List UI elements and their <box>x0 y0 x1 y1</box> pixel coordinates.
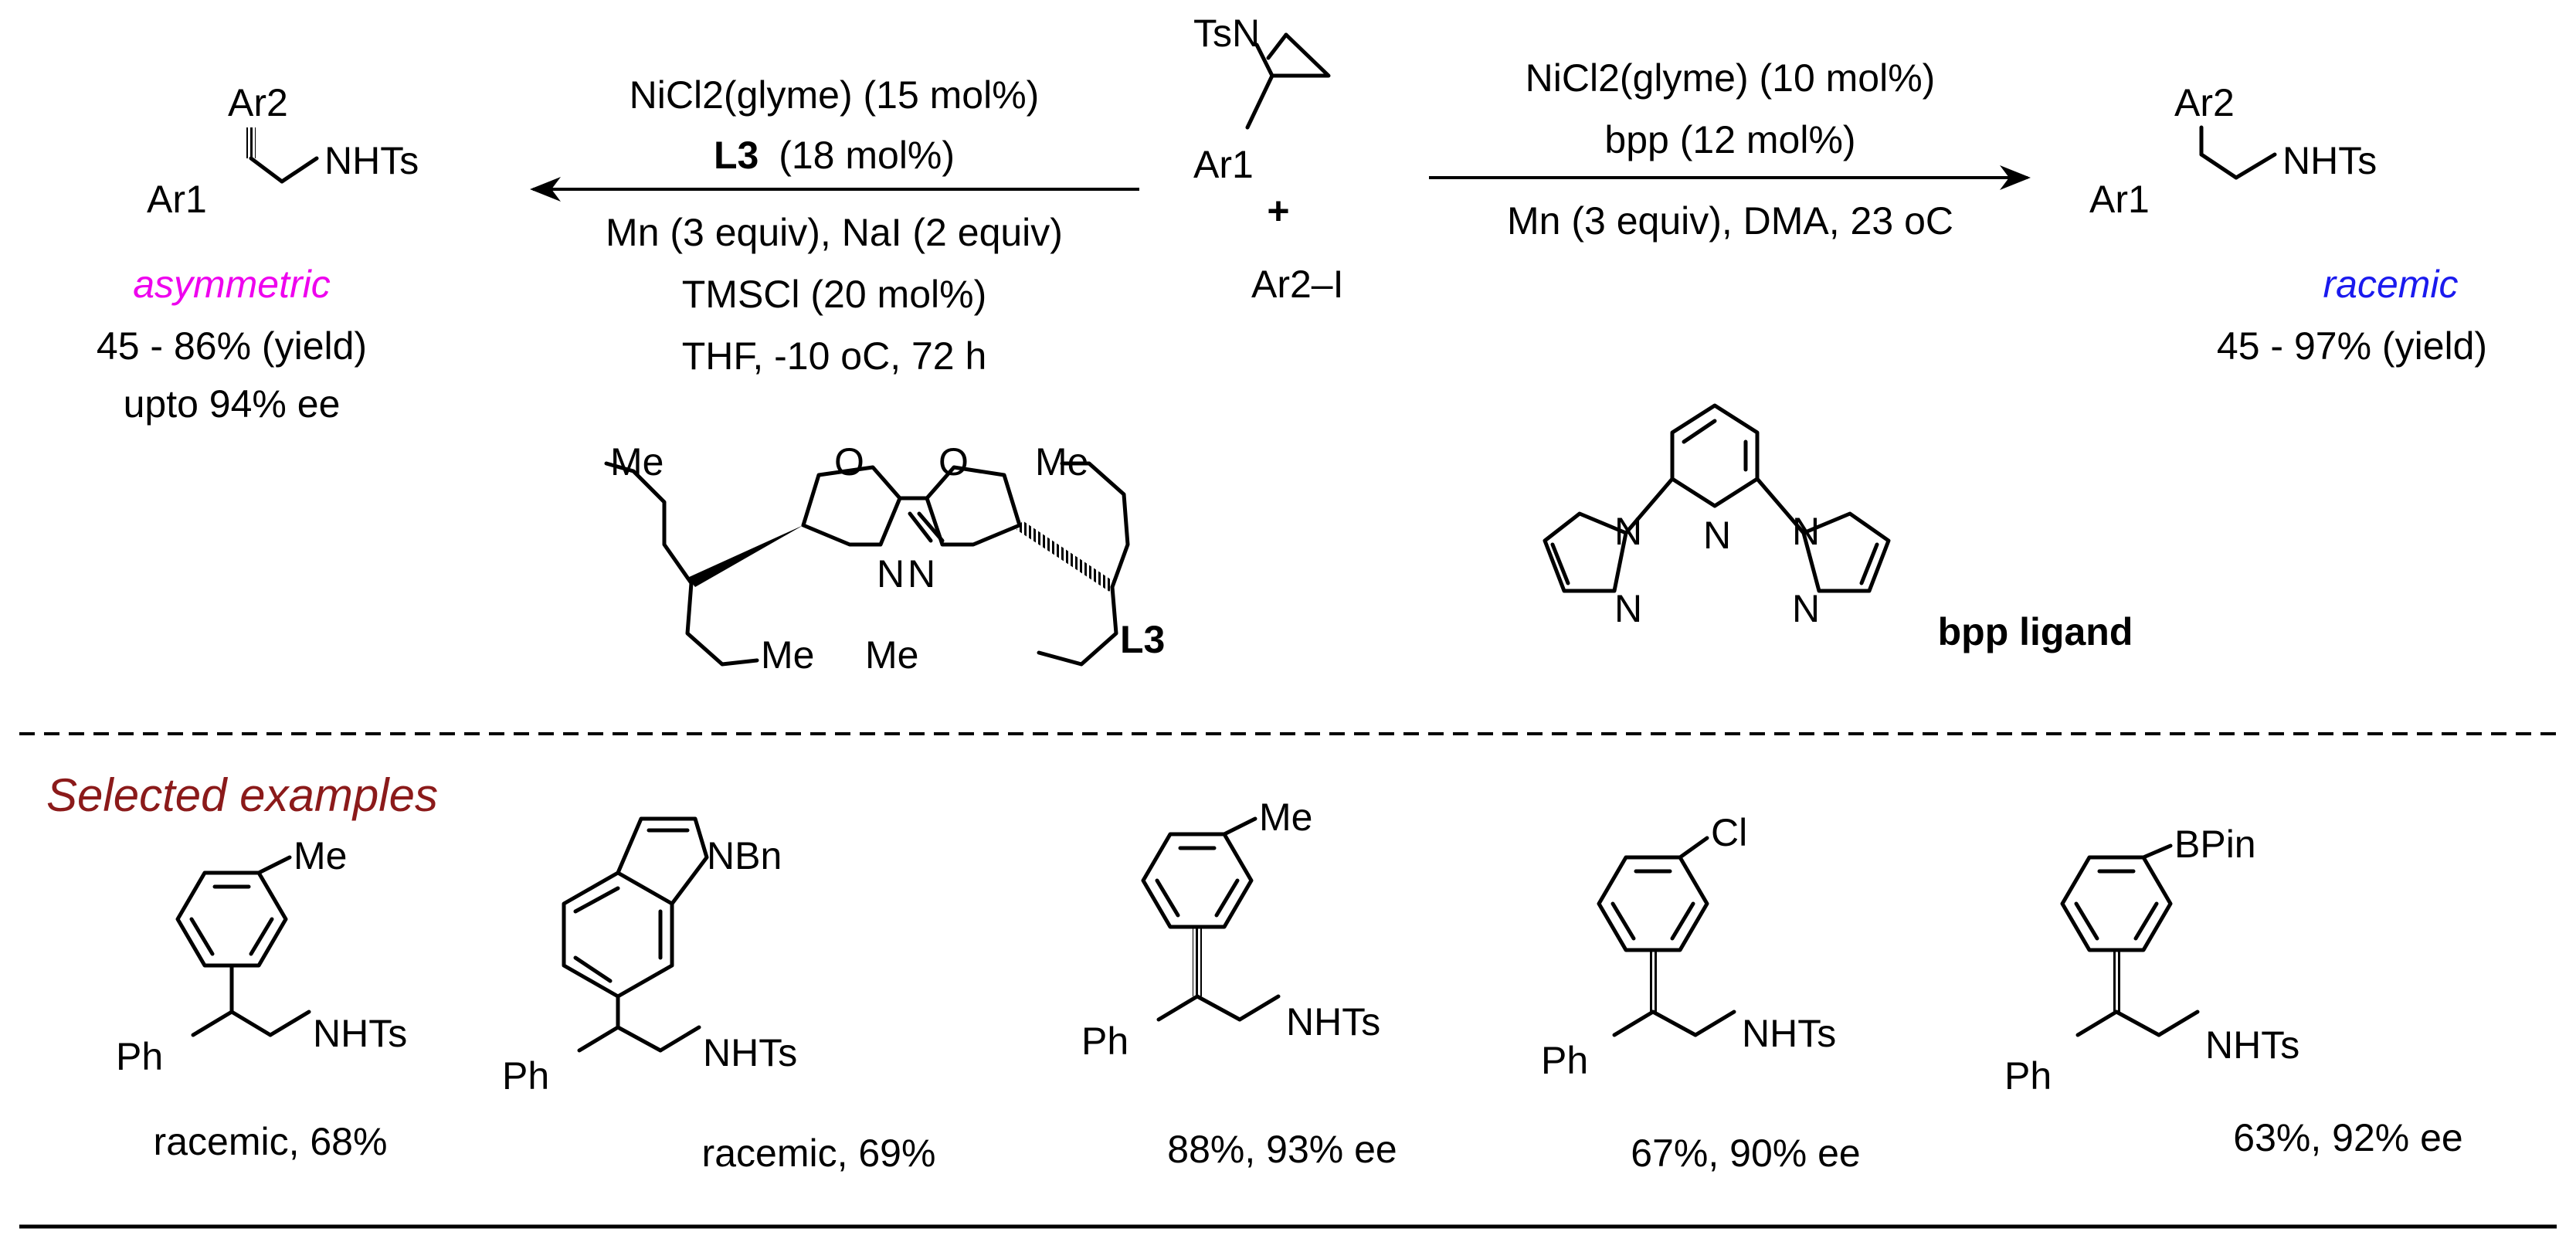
left-solvent-temp: THF, -10 oC, 72 h <box>682 334 987 378</box>
aziridine-ar1-label: Ar1 <box>1193 143 1254 186</box>
ex4-ph: Ph <box>1541 1039 1588 1082</box>
ex2-nhts: NHTs <box>703 1031 797 1074</box>
aziridine-ts-label: TsN <box>1193 12 1260 55</box>
bpp-n-2: N <box>1614 587 1642 630</box>
left-reductant: Mn (3 equiv), NaI (2 equiv) <box>606 211 1063 254</box>
racemic-product: Ar2 Ar1 NHTs <box>2089 81 2377 221</box>
right-nhts-label: NHTs <box>2282 139 2377 182</box>
L3-o-1: O <box>834 440 864 484</box>
left-catalyst: NiCl2(glyme) (15 mol%) <box>630 73 1040 117</box>
right-conditions: NiCl2(glyme) (10 mol%) bpp (12 mol%) Mn … <box>1507 56 1953 243</box>
ligand-L3-structure: Me Me Me Me O O N N <box>604 440 1130 677</box>
example-2-structure: NBn Ph NHTs <box>502 816 797 1098</box>
bpp-n-4: N <box>1792 587 1820 630</box>
bpp-n-1: N <box>1614 510 1642 553</box>
ligand-L3-name: L3 <box>1120 618 1165 661</box>
asymmetric-ee: upto 94% ee <box>124 382 341 426</box>
ex1-ph: Ph <box>116 1035 163 1078</box>
racemic-yield: 45 - 97% (yield) <box>2217 324 2487 368</box>
ex3-nhts: NHTs <box>1286 1000 1380 1043</box>
ex5-result: 63%, 92% ee <box>2233 1116 2462 1159</box>
bpp-ligand-name: bpp ligand <box>1938 610 2133 653</box>
left-ligand-amount: (18 mol%) <box>779 134 955 177</box>
example-4-structure: Cl Ph NHTs <box>1541 811 1836 1082</box>
right-ar1-label: Ar1 <box>2089 178 2150 221</box>
example-3-structure: Me Ph NHTs <box>1081 796 1380 1063</box>
left-ar1-label: Ar1 <box>147 178 207 221</box>
right-conditions-line: Mn (3 equiv), DMA, 23 oC <box>1507 199 1953 243</box>
asymmetric-yield: 45 - 86% (yield) <box>97 324 367 368</box>
left-ar2-label: Ar2 <box>228 81 288 124</box>
left-ligand-loading: L3 (18 mol%) <box>714 134 955 177</box>
ex3-ph: Ph <box>1081 1020 1128 1063</box>
example-5-structure: BPin Ph NHTs <box>2004 823 2299 1098</box>
left-conditions: NiCl2(glyme) (15 mol%) L3 (18 mol%) Mn (… <box>606 73 1063 378</box>
bpp-n-3: N <box>1792 510 1820 553</box>
ex4-nhts: NHTs <box>1742 1012 1836 1055</box>
ex2-ph: Ph <box>502 1054 549 1098</box>
ex1-nhts: NHTs <box>313 1012 407 1055</box>
ex2-substituent: NBn <box>707 834 782 877</box>
ex1-substituent: Me <box>294 834 347 877</box>
ex5-substituent: BPin <box>2174 823 2256 866</box>
ex2-result: racemic, 69% <box>702 1132 936 1175</box>
L3-n-1: N <box>877 552 904 596</box>
left-additive: TMSCl (20 mol%) <box>682 273 986 316</box>
L3-n-2: N <box>908 552 935 596</box>
left-nhts-label: NHTs <box>324 139 419 182</box>
L3-o-2: O <box>938 440 969 484</box>
aziridine-structure: TsN Ar1 <box>1193 12 1331 186</box>
plus-sign: + <box>1267 189 1289 232</box>
right-ligand-loading: bpp (12 mol%) <box>1604 118 1855 161</box>
bpp-ligand-structure: N N N N N <box>1543 403 1891 630</box>
ex4-result: 67%, 90% ee <box>1631 1132 1860 1175</box>
left-ligand-name: L3 <box>714 134 759 177</box>
ex1-result: racemic, 68% <box>154 1120 388 1163</box>
L3-me-3: Me <box>1035 440 1088 484</box>
ex3-result: 88%, 93% ee <box>1167 1128 1397 1171</box>
racemic-label: racemic <box>2323 263 2458 306</box>
L3-me-2: Me <box>761 633 814 677</box>
L3-me-1: Me <box>610 440 664 484</box>
right-ar2-label: Ar2 <box>2174 81 2235 124</box>
L3-me-4: Me <box>865 633 918 677</box>
example-1-structure: Me Ph NHTs <box>116 834 407 1078</box>
ex5-nhts: NHTs <box>2205 1023 2299 1067</box>
right-catalyst: NiCl2(glyme) (10 mol%) <box>1526 56 1936 100</box>
asymmetric-label: asymmetric <box>133 263 331 306</box>
ex5-ph: Ph <box>2004 1054 2052 1098</box>
ex4-substituent: Cl <box>1711 811 1747 854</box>
asymmetric-product: Ar2 Ar1 NHTs <box>147 81 419 221</box>
bpp-n-pyridine: N <box>1703 514 1731 557</box>
ex3-substituent: Me <box>1259 796 1312 839</box>
selected-examples-heading: Selected examples <box>46 769 438 821</box>
aryl-iodide-label: Ar2–I <box>1251 263 1344 306</box>
